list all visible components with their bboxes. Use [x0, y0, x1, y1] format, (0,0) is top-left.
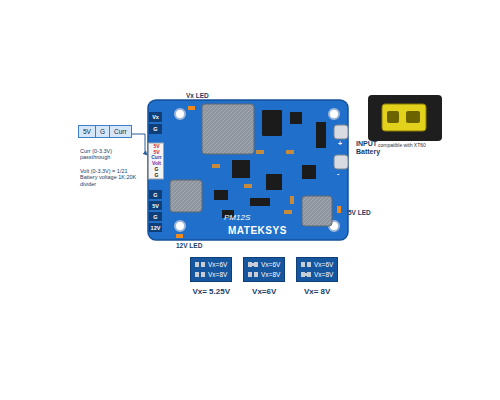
jumper-label: Vx=6V: [208, 261, 227, 268]
pin-name: G: [149, 214, 162, 220]
solder-pads: [195, 272, 205, 277]
solder-pads: [248, 262, 258, 267]
jumper-row: Vx=6V: [248, 261, 280, 268]
jumper-caption: Vx= 5.25V: [178, 287, 244, 296]
pad: [201, 272, 205, 277]
jumper-pad: Vx=6V Vx=8V: [243, 257, 285, 282]
pad: [307, 262, 311, 267]
jumper-row: Vx=6V: [301, 261, 333, 268]
jumper-row: Vx=8V: [248, 271, 280, 278]
pin-name: 5V: [79, 126, 96, 137]
led-label: 12V LED: [176, 242, 202, 249]
xt60-picture: [368, 95, 442, 141]
pin-name: G: [149, 167, 164, 172]
jumper-caption: Vx=6V: [236, 287, 292, 296]
led-label: Vx LED: [186, 92, 209, 99]
pin-name: G: [96, 126, 110, 137]
jumper-pad: Vx=6V Vx=8V: [296, 257, 338, 282]
port-label: INPUT Battery: [356, 140, 396, 156]
pin-name: Curr: [149, 155, 164, 160]
polarity-sign: -: [337, 170, 339, 178]
jumper-row: Vx=8V: [195, 271, 227, 278]
note: compatible with XT60: [378, 143, 426, 148]
pin-name: Vx: [149, 114, 162, 120]
solder-pads: [301, 262, 311, 267]
jumper-caption: Vx= 8V: [287, 287, 347, 296]
pcb: [148, 100, 348, 240]
solder-pads: [248, 272, 258, 277]
pin-name: 5V: [149, 150, 164, 155]
pin-name: Volt: [149, 161, 164, 166]
brand-name: MATEKSYS: [228, 225, 287, 236]
jumper-pad: Vx=6V Vx=8V: [190, 257, 232, 282]
solder-bridge: [250, 263, 256, 266]
pin-name: 5V: [149, 203, 162, 209]
polarity-sign: +: [338, 140, 342, 148]
led-label: 5V LED: [348, 209, 371, 216]
model-name: PM12S: [224, 213, 250, 222]
pin-name: 5V: [149, 144, 164, 149]
pin-name: 12V: [149, 225, 162, 231]
pin-name: Curr: [110, 126, 131, 137]
jumper-label: Vx=6V: [261, 261, 280, 268]
jumper-label: Vx=8V: [314, 271, 333, 278]
pin-name: G: [149, 173, 164, 178]
pin-note: Curr (0-3.3V) passthrough: [80, 148, 140, 161]
jumper-label: Vx=8V: [208, 271, 227, 278]
jumper-label: Vx=6V: [314, 261, 333, 268]
pin-name: G: [149, 192, 162, 198]
pin-name: G: [149, 126, 162, 132]
pad: [254, 272, 258, 277]
jumper-label: Vx=8V: [261, 271, 280, 278]
pad: [201, 262, 205, 267]
pin-note: Volt (0-3.3V) = 1/21 Battery voltage 1K:…: [80, 168, 144, 187]
pcb-board: PM12S MATEKSYS: [148, 100, 348, 240]
solder-pads: [195, 262, 205, 267]
pad: [301, 262, 305, 267]
jumper-row: Vx=6V: [195, 261, 227, 268]
solder-pads: [301, 272, 311, 277]
jumper-row: Vx=8V: [301, 271, 333, 278]
pad: [195, 272, 199, 277]
pin-callout: 5VGCurr: [78, 125, 132, 138]
pad: [195, 262, 199, 267]
pad: [248, 272, 252, 277]
solder-bridge: [303, 273, 309, 276]
